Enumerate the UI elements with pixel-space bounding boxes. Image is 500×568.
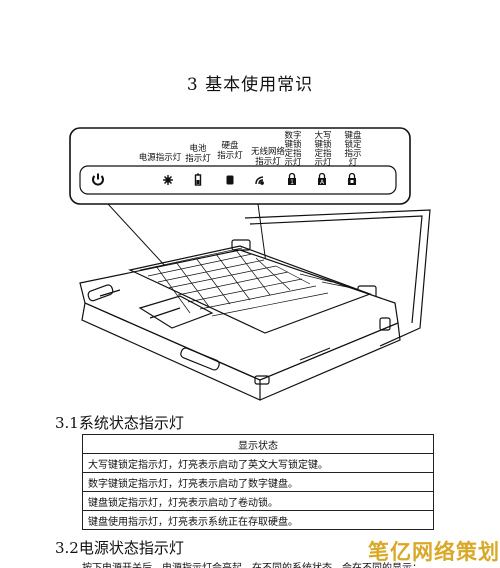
label-capslock-2: 键锁: [314, 139, 332, 150]
keyboard-keys: [139, 247, 353, 317]
laptop-illustration: 电源指示灯 电池 指示灯 硬盘 指示灯 无线网络 指示灯 数字 键锁 定指 示灯…: [69, 127, 431, 401]
table-row: 键盘使用指示灯，灯亮表示系统正在存取硬盘。: [82, 510, 434, 530]
capslock-icon: A: [318, 172, 326, 186]
section-3-1-title: 3.1系统状态指示灯: [55, 414, 184, 432]
sun-icon: [163, 175, 173, 185]
label-scrolllock-4: 灯: [349, 157, 358, 168]
label-hdd-1: 硬盘: [221, 140, 239, 151]
label-capslock-1: 大写: [314, 130, 331, 141]
table-header: 显示状态: [82, 434, 434, 454]
table-row: 键盘锁定指示灯，灯亮表示启动了卷动锁。: [82, 491, 434, 511]
table-cell: 键盘使用指示灯，灯亮表示系统正在存取硬盘。: [82, 510, 434, 530]
label-battery-2: 指示灯: [185, 153, 211, 164]
svg-text:1: 1: [290, 179, 294, 186]
status-table: 显示状态 大写键锁定指示灯，灯亮表示启动了英文大写锁定键。 数字键锁定指示灯，灯…: [82, 434, 434, 530]
label-scrolllock-1: 键盘: [344, 130, 362, 141]
label-capslock-3: 定指: [314, 148, 332, 159]
label-hdd-2: 指示灯: [217, 150, 243, 161]
power-icon: [92, 173, 104, 186]
label-scrolllock-2: 锁定: [344, 139, 362, 150]
hdd-icon: [226, 175, 234, 185]
section-3-2-text: 按下电源开关后，电源指示灯会亮起，在不同的系统状态，会在不同的显示：: [82, 559, 422, 568]
table-row: 大写键锁定指示灯，灯亮表示启动了英文大写锁定键。: [82, 453, 434, 473]
label-wireless-1: 无线网络: [251, 146, 286, 157]
watermark: 笔亿网络策划: [368, 540, 500, 564]
table-cell: 键盘锁定指示灯，灯亮表示启动了卷动锁。: [82, 491, 434, 511]
numlock-icon: 1: [288, 172, 296, 186]
table-row: 数字键锁定指示灯，灯亮表示启动了数字键盘。: [82, 472, 434, 492]
label-numlock-4: 示灯: [284, 157, 302, 168]
label-capslock-4: 示灯: [314, 157, 332, 168]
battery-icon: [194, 173, 202, 186]
svg-text:A: A: [320, 179, 325, 186]
label-numlock-3: 定指: [284, 148, 302, 159]
laptop-body: [79, 209, 431, 401]
table-cell: 大写键锁定指示灯，灯亮表示启动了英文大写锁定键。: [82, 453, 434, 473]
chapter-title: 3 基本使用常识: [186, 75, 314, 95]
label-battery-1: 电池: [189, 143, 207, 154]
label-power: 电源指示灯: [139, 152, 182, 163]
wireless-icon: [255, 176, 264, 185]
label-scrolllock-3: 指示: [344, 148, 361, 159]
table-cell: 数字键锁定指示灯，灯亮表示启动了数字键盘。: [82, 472, 434, 492]
label-numlock-1: 数字: [284, 130, 301, 141]
table-header-row: 显示状态: [82, 434, 434, 454]
scrolllock-icon: [348, 172, 356, 185]
label-wireless-2: 指示灯: [255, 156, 281, 167]
label-numlock-2: 键锁: [284, 139, 302, 150]
section-3-2-title: 3.2电源状态指示灯: [55, 539, 184, 557]
